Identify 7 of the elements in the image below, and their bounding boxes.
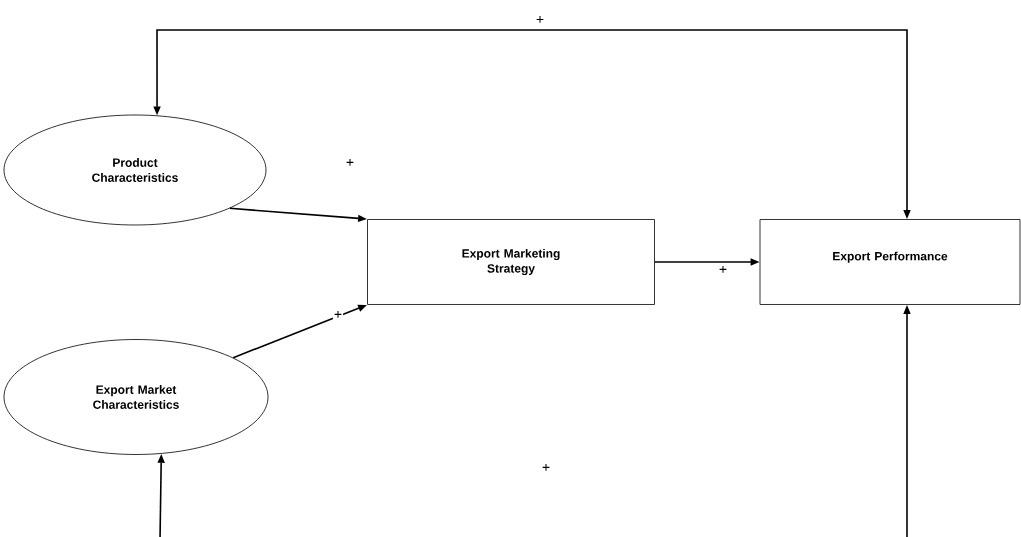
edge-label: +	[344, 157, 356, 169]
edge-label: +	[534, 14, 546, 26]
construct-box: Export Marketing Strategy	[367, 219, 655, 305]
sign-label: +	[542, 463, 550, 471]
edge-label: +	[717, 264, 729, 276]
edge-label: +	[332, 309, 344, 321]
construct-box: Export Performance	[759, 219, 1021, 305]
